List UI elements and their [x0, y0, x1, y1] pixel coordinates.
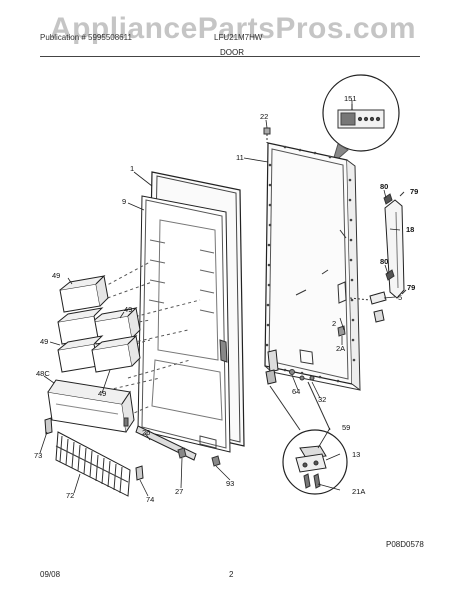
model-number: LFU21M7HW	[214, 33, 263, 42]
bottom-hinge-parts	[265, 325, 346, 431]
watermark-text: AppliancePartsPros.com	[49, 12, 417, 45]
callout-2: 2	[332, 319, 336, 328]
callout-11: 11	[236, 153, 244, 162]
door-handle	[383, 191, 407, 299]
callout-49-d: 49	[98, 389, 106, 398]
callout-49-b: 49	[124, 305, 132, 314]
footer-page-number: 2	[229, 570, 234, 579]
callout-151: 151	[344, 94, 357, 103]
callout-72: 72	[66, 491, 74, 500]
control-panel-callout	[322, 74, 400, 166]
screw-22	[263, 127, 271, 143]
publication-number: Publication # 5995508611	[40, 33, 132, 42]
callout-1: 1	[130, 164, 134, 173]
callout-80-top: 80	[380, 182, 388, 191]
callout-22: 22	[260, 112, 268, 121]
callout-labels: 151 22 11 1 9 80 79 18 80 79 5 49 49 49 …	[34, 94, 418, 504]
door-liner-gasket	[137, 171, 245, 453]
callout-5: 5	[398, 293, 402, 302]
diagram-code: P08D0578	[386, 540, 424, 549]
callout-80-bottom: 80	[380, 257, 388, 266]
callout-21A: 21A	[352, 487, 365, 496]
callout-79-bottom: 79	[407, 283, 415, 292]
door-bottom-trim	[135, 425, 221, 467]
callout-64: 64	[292, 387, 300, 396]
callout-73: 73	[34, 451, 42, 460]
callout-9: 9	[122, 197, 126, 206]
callout-2A: 2A	[336, 344, 345, 353]
callout-74: 74	[146, 495, 154, 504]
hinge-detail-callout	[282, 429, 348, 495]
callout-49-c: 49	[40, 337, 48, 346]
callout-18: 18	[406, 225, 414, 234]
callout-48C: 48C	[36, 369, 50, 378]
callout-59: 59	[342, 423, 350, 432]
callout-49-a: 49	[52, 271, 60, 280]
callout-32: 32	[318, 395, 326, 404]
callout-27: 27	[175, 487, 183, 496]
section-title: DOOR	[220, 48, 244, 57]
callout-79-top: 79	[410, 187, 418, 196]
callout-93: 93	[226, 479, 234, 488]
hinge-assembly	[349, 291, 387, 323]
callout-13: 13	[352, 450, 360, 459]
door-bins	[57, 274, 141, 373]
outer-door-panel	[264, 142, 361, 392]
callout-26: 26	[142, 428, 150, 437]
footer-date: 09/08	[40, 570, 61, 579]
header-rule	[40, 56, 420, 57]
callout-leader-lines	[39, 100, 401, 497]
wire-basket	[44, 417, 144, 497]
lower-door-bin	[47, 379, 135, 433]
